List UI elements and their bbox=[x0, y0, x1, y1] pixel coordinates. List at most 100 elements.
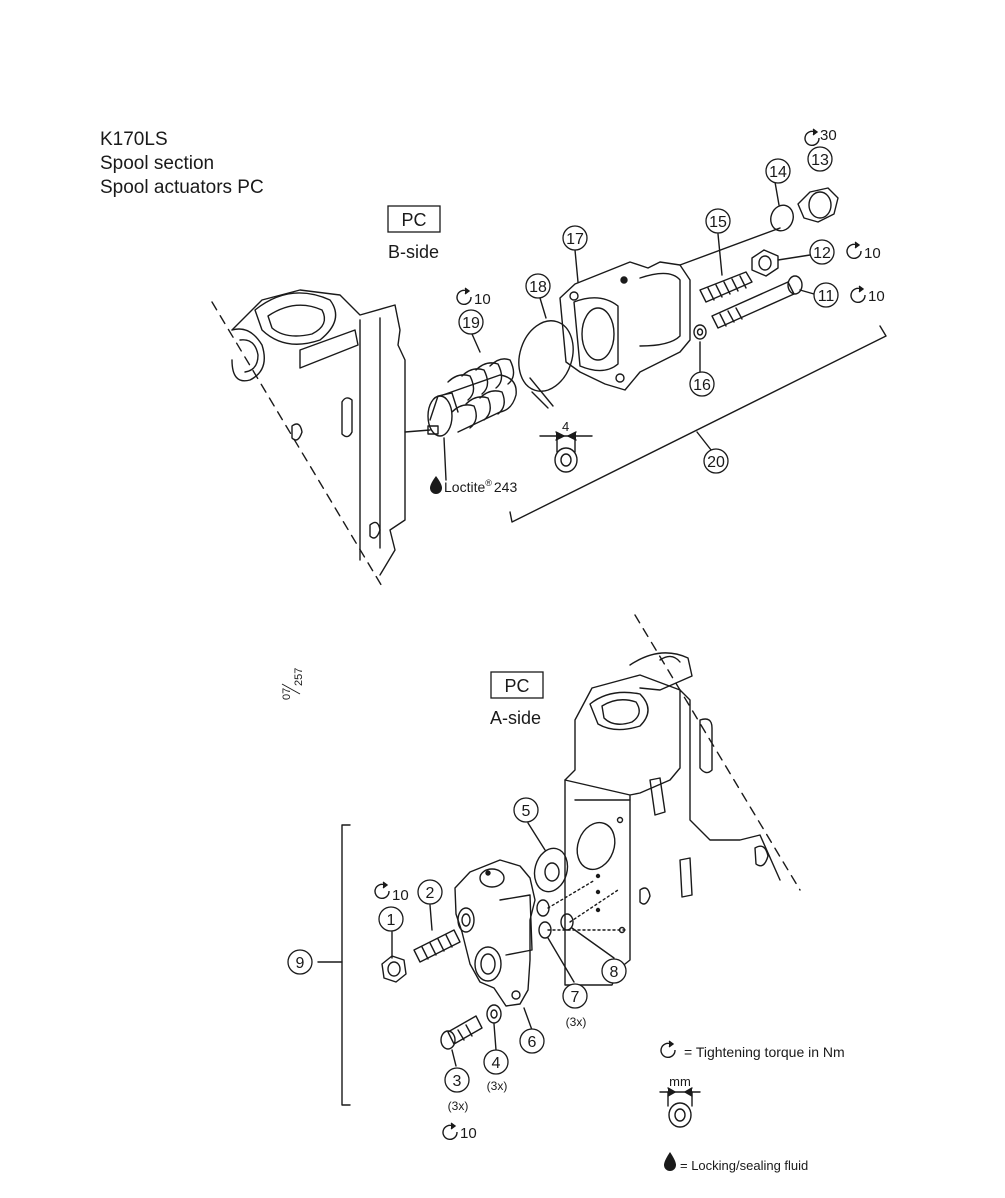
callout-17: 17 bbox=[566, 231, 584, 248]
callout-circle-15 bbox=[705, 208, 731, 234]
callout-2: 2 bbox=[426, 885, 435, 902]
stud-15 bbox=[699, 271, 753, 303]
callout-circle-13 bbox=[807, 146, 833, 172]
callout-9: 9 bbox=[296, 955, 305, 972]
callout-circle-11 bbox=[813, 282, 839, 308]
callout-circle-1 bbox=[378, 906, 404, 932]
legend-fluid-drop-icon bbox=[664, 1152, 676, 1171]
torque-icon bbox=[456, 287, 472, 305]
nut-12 bbox=[751, 249, 779, 277]
callout-14: 14 bbox=[769, 164, 787, 181]
o-ring-5 bbox=[533, 847, 569, 893]
callout-5: 5 bbox=[522, 803, 531, 820]
bracket-9 bbox=[341, 824, 351, 1106]
callout-circle-9 bbox=[287, 949, 313, 975]
a-side-label: A-side bbox=[490, 708, 541, 728]
o-ring-18 bbox=[518, 320, 574, 392]
callout-6: 6 bbox=[528, 1034, 537, 1051]
callout-13: 13 bbox=[811, 152, 829, 169]
callout-circle-16 bbox=[689, 371, 715, 397]
loctite-grade: 243 bbox=[494, 479, 518, 495]
callout-circle-6 bbox=[519, 1028, 545, 1054]
torque-icon bbox=[846, 241, 862, 259]
callout-7: 7 bbox=[571, 989, 580, 1006]
o-ring-8 bbox=[560, 913, 574, 931]
page-ref-den: 257 bbox=[293, 668, 305, 686]
plug-13 bbox=[797, 187, 839, 223]
model-title: K170LS bbox=[100, 129, 168, 150]
torque-12: 10 bbox=[864, 245, 881, 262]
callout-circle-5 bbox=[513, 797, 539, 823]
nut-1 bbox=[381, 955, 407, 983]
callout-circle-20 bbox=[703, 448, 729, 474]
section-title: Spool section bbox=[100, 153, 215, 174]
legend-torque-text: = Tightening torque in Nm bbox=[684, 1044, 845, 1060]
page-reference: 07 257 bbox=[281, 668, 305, 700]
dimension-value: 4 bbox=[562, 419, 569, 434]
torque-11: 10 bbox=[868, 288, 885, 305]
flange-6 bbox=[454, 859, 536, 1007]
callout-circle-19 bbox=[458, 309, 484, 335]
callout-12: 12 bbox=[813, 245, 831, 262]
o-ring-14 bbox=[770, 204, 794, 232]
legend-mm-gauge bbox=[659, 1087, 701, 1128]
callout-circle-8 bbox=[601, 958, 627, 984]
title-block: K170LS Spool section Spool actuators PC bbox=[100, 128, 264, 200]
callout-3: 3 bbox=[453, 1073, 462, 1090]
callout-4: 4 bbox=[492, 1055, 501, 1072]
callout-15: 15 bbox=[709, 214, 727, 231]
pc-label-b: PC bbox=[401, 210, 426, 230]
fluid-drop-icon bbox=[430, 476, 442, 494]
callout-1: 1 bbox=[387, 912, 396, 929]
washer-4 bbox=[486, 1004, 502, 1024]
torque-1: 10 bbox=[392, 887, 409, 904]
callout-circle-2 bbox=[417, 879, 443, 905]
callout-18: 18 bbox=[529, 279, 547, 296]
legend-mm-text: mm bbox=[669, 1074, 691, 1089]
torque-icon bbox=[850, 285, 866, 303]
callout-19: 19 bbox=[462, 315, 480, 332]
callout-circle-4 bbox=[483, 1049, 509, 1075]
screw-3 bbox=[440, 1015, 483, 1050]
quantity-7: (3x) bbox=[566, 1015, 587, 1029]
callout-circle-3 bbox=[444, 1067, 470, 1093]
o-ring-7b bbox=[538, 921, 552, 939]
subsection-title: Spool actuators PC bbox=[100, 177, 264, 198]
torque-19: 10 bbox=[474, 291, 491, 308]
callout-circle-18 bbox=[525, 273, 551, 299]
callout-circle-7 bbox=[562, 983, 588, 1009]
valve-section-body-a bbox=[564, 614, 801, 986]
valve-section-body-b bbox=[211, 289, 406, 589]
callout-circle-12 bbox=[809, 239, 835, 265]
torque-icon bbox=[804, 128, 820, 146]
torque-icon bbox=[374, 881, 390, 899]
bracket-20 bbox=[509, 325, 887, 523]
loctite-mark: ® bbox=[485, 478, 492, 488]
cap-housing-17 bbox=[559, 227, 781, 391]
pc-label-a: PC bbox=[504, 676, 529, 696]
o-ring-7a bbox=[536, 899, 550, 917]
legend-fluid-text: = Locking/sealing fluid bbox=[680, 1158, 808, 1173]
callout-8: 8 bbox=[610, 964, 619, 981]
page-ref-num: 07 bbox=[281, 688, 293, 700]
callout-11: 11 bbox=[818, 288, 835, 305]
dimension-gauge bbox=[529, 377, 593, 473]
svg-text:Loctite®243: Loctite®243 bbox=[444, 478, 517, 495]
callout-20: 20 bbox=[707, 454, 725, 471]
stud-2 bbox=[413, 929, 461, 963]
torque-legend-icon bbox=[660, 1040, 676, 1058]
torque-icon bbox=[442, 1122, 458, 1140]
washer-16 bbox=[693, 324, 707, 340]
quantity-3: (3x) bbox=[448, 1099, 469, 1113]
callout-16: 16 bbox=[693, 377, 711, 394]
spring-assembly-19 bbox=[404, 358, 517, 437]
callout-circle-17 bbox=[562, 225, 588, 251]
pc-box-a bbox=[490, 671, 544, 699]
pc-box-b bbox=[387, 205, 441, 233]
loctite-brand: Loctite bbox=[444, 479, 485, 495]
b-side-label: B-side bbox=[388, 242, 439, 262]
quantity-4: (3x) bbox=[487, 1079, 508, 1093]
torque-3: 10 bbox=[460, 1125, 477, 1142]
torque-13: 30 bbox=[820, 127, 837, 144]
